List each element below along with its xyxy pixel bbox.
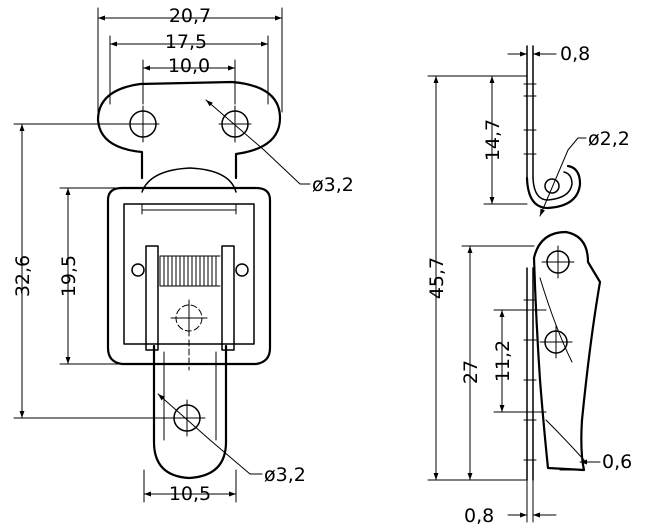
center-mark	[541, 245, 575, 279]
dim-hole-span: 17,5	[165, 31, 207, 53]
center-mark	[170, 299, 208, 337]
extension-line	[13, 123, 173, 419]
spring-coil	[159, 255, 221, 287]
side-view: 0,8 14,7 ø2,2 45,7 27 11,2 0,6 0,8	[426, 43, 632, 527]
dim-overall-width: 20,7	[169, 5, 211, 27]
body-edge	[141, 203, 237, 215]
front-view: 20,7 17,5 10,0 ø3,2 32,6 19,5 ø3,2 10,5	[12, 5, 354, 505]
tongue-edge	[163, 351, 217, 441]
plate-strip-upper	[526, 45, 534, 179]
center-mark	[218, 105, 252, 143]
extension-line	[59, 187, 125, 365]
lever-outline	[532, 230, 602, 472]
dim-overall-height: 32,6	[12, 255, 34, 297]
spring-bracket-left	[145, 245, 159, 351]
lever-edge	[539, 277, 585, 461]
extension-line	[526, 479, 534, 523]
plate-tick	[523, 299, 537, 461]
hinge-hump	[141, 167, 237, 193]
dim-total-height: 45,7	[426, 257, 448, 299]
dim-tongue-width: 10,5	[169, 483, 211, 505]
dim-hole-dia-bottom: ø3,2	[264, 464, 306, 486]
extension-line	[143, 469, 237, 503]
extension-line	[97, 7, 283, 113]
dim-hook-dia: ø2,2	[588, 128, 630, 150]
extension-line	[109, 35, 269, 105]
center-mark	[126, 105, 160, 143]
dim-sheet-top: 0,8	[560, 43, 590, 65]
hook-outline	[525, 164, 582, 210]
dim-sheet-bottom: 0,8	[464, 505, 494, 527]
plate-strip-lower	[526, 267, 534, 481]
dim-hole-dia-top: ø3,2	[312, 174, 354, 196]
dim-tip-thickness: 0,6	[602, 451, 632, 473]
pin-end-left	[131, 263, 145, 277]
hook-hole	[544, 178, 560, 194]
plate-tick	[523, 83, 537, 155]
leader-hole-dia-top	[205, 99, 311, 185]
center-mark	[168, 399, 206, 437]
hook-inner	[532, 171, 573, 201]
dim-body-height: 19,5	[58, 255, 80, 297]
latch-body-outer	[106, 186, 272, 366]
dim-inner-span: 10,0	[168, 55, 210, 77]
dim-hook-height: 14,7	[482, 119, 504, 161]
dim-lower-height: 27	[460, 360, 482, 384]
leader-hole-dia-bottom	[157, 393, 263, 475]
pin-end-right	[235, 263, 249, 277]
tongue-outline	[152, 344, 228, 480]
dim-pivot-spacing: 11,2	[492, 340, 514, 382]
center-mark	[539, 325, 573, 359]
spring-bracket-right	[221, 245, 235, 351]
mounting-plate-outline	[96, 80, 282, 180]
leader-hook-dia	[539, 137, 587, 217]
